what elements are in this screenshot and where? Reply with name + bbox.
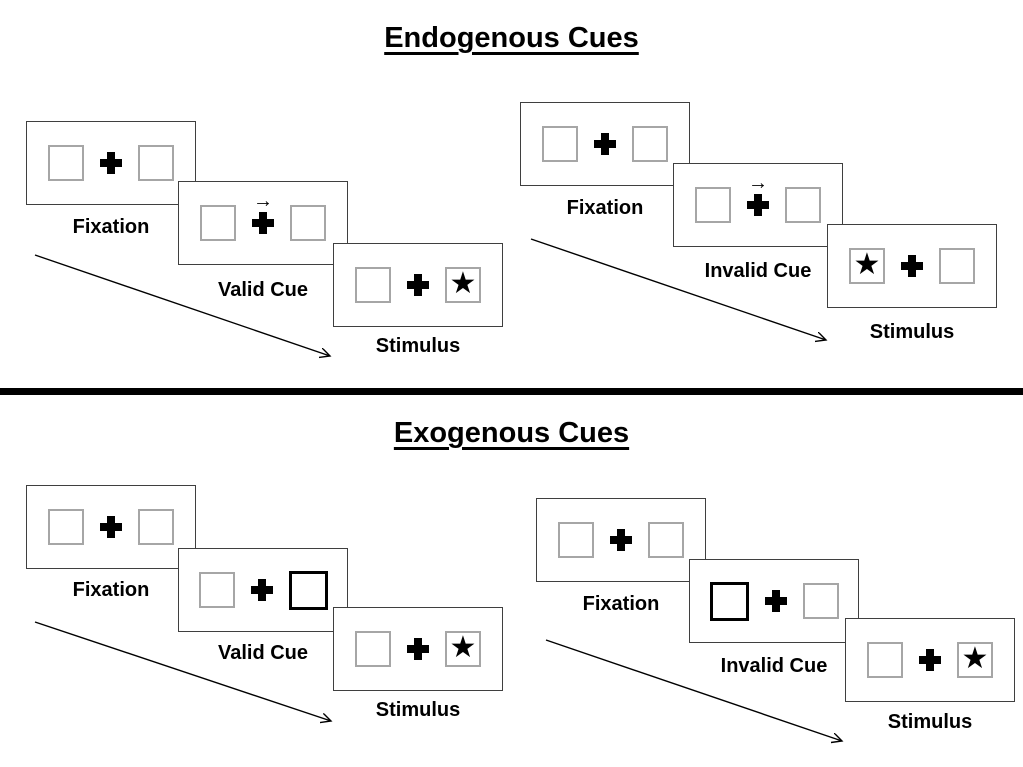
left-placeholder-box <box>198 572 235 608</box>
panel-label: Stimulus <box>869 321 955 343</box>
target-box: ★ <box>445 267 481 303</box>
panel-label: Fixation <box>72 216 150 238</box>
fixation-cross-icon: → <box>747 173 769 216</box>
time-arrow-endogenous-invalid <box>530 238 826 340</box>
left-placeholder-box <box>48 509 84 545</box>
right-placeholder-box <box>802 583 839 619</box>
star-icon: ★ <box>449 267 477 300</box>
endogenous-valid-fixation-panel <box>26 121 196 205</box>
fixation-cross-icon <box>901 255 923 277</box>
fixation-cross-icon <box>610 529 632 551</box>
exogenous-valid-stimulus-panel: ★ <box>333 607 503 691</box>
panel-label: Stimulus <box>375 699 461 721</box>
highlighted-cue-box <box>709 581 749 621</box>
fixation-cross-icon <box>407 638 429 660</box>
panel-label: Fixation <box>582 593 660 615</box>
exogenous-invalid-cue-panel <box>689 559 859 643</box>
endogenous-valid-stimulus-panel: ★ <box>333 243 503 327</box>
left-placeholder-box <box>48 145 84 181</box>
left-placeholder-box <box>867 642 903 678</box>
section-divider <box>0 388 1023 395</box>
star-icon: ★ <box>853 248 881 281</box>
right-arrow-icon: → <box>253 190 273 212</box>
fixation-cross-icon <box>100 152 122 174</box>
left-placeholder-box <box>695 187 731 223</box>
left-placeholder-box <box>542 126 578 162</box>
panel-label: Stimulus <box>375 335 461 357</box>
panel-label: Invalid Cue <box>704 260 812 282</box>
target-box: ★ <box>849 248 885 284</box>
fixation-cross-icon <box>100 516 122 538</box>
exogenous-valid-fixation-panel <box>26 485 196 569</box>
right-placeholder-box <box>648 522 684 558</box>
endogenous-invalid-stimulus-panel: ★ <box>827 224 997 308</box>
star-icon: ★ <box>961 642 989 675</box>
panel-label: Fixation <box>72 579 150 601</box>
panel-label: Invalid Cue <box>720 655 828 677</box>
fixation-cross-icon: → <box>252 191 274 234</box>
right-placeholder-box <box>138 145 174 181</box>
highlighted-cue-box <box>288 570 328 610</box>
exogenous-invalid-fixation-panel <box>536 498 706 582</box>
endogenous-invalid-cue-panel: → <box>673 163 843 247</box>
panel-label: Valid Cue <box>217 642 309 664</box>
fixation-cross-icon <box>919 649 941 671</box>
section-title-endogenous: Endogenous Cues <box>384 22 639 54</box>
section-title-exogenous: Exogenous Cues <box>393 417 630 449</box>
right-placeholder-box <box>632 126 668 162</box>
right-placeholder-box <box>785 187 821 223</box>
star-icon: ★ <box>449 631 477 664</box>
time-arrow-endogenous-valid <box>34 254 330 356</box>
target-box: ★ <box>957 642 993 678</box>
target-box: ★ <box>445 631 481 667</box>
exogenous-valid-cue-panel <box>178 548 348 632</box>
fixation-cross-icon <box>407 274 429 296</box>
left-placeholder-box <box>355 267 391 303</box>
endogenous-valid-cue-panel: → <box>178 181 348 265</box>
left-placeholder-box <box>200 205 236 241</box>
right-placeholder-box <box>138 509 174 545</box>
right-arrow-icon: → <box>748 172 768 194</box>
time-arrow-exogenous-valid <box>34 621 331 721</box>
right-placeholder-box <box>290 205 326 241</box>
panel-label: Valid Cue <box>217 279 309 301</box>
right-placeholder-box <box>939 248 975 284</box>
fixation-cross-icon <box>250 579 273 601</box>
panel-label: Fixation <box>566 197 644 219</box>
fixation-cross-icon <box>594 133 616 155</box>
exogenous-invalid-stimulus-panel: ★ <box>845 618 1015 702</box>
fixation-cross-icon <box>764 590 787 612</box>
endogenous-invalid-fixation-panel <box>520 102 690 186</box>
panel-label: Stimulus <box>887 711 973 733</box>
left-placeholder-box <box>355 631 391 667</box>
left-placeholder-box <box>558 522 594 558</box>
